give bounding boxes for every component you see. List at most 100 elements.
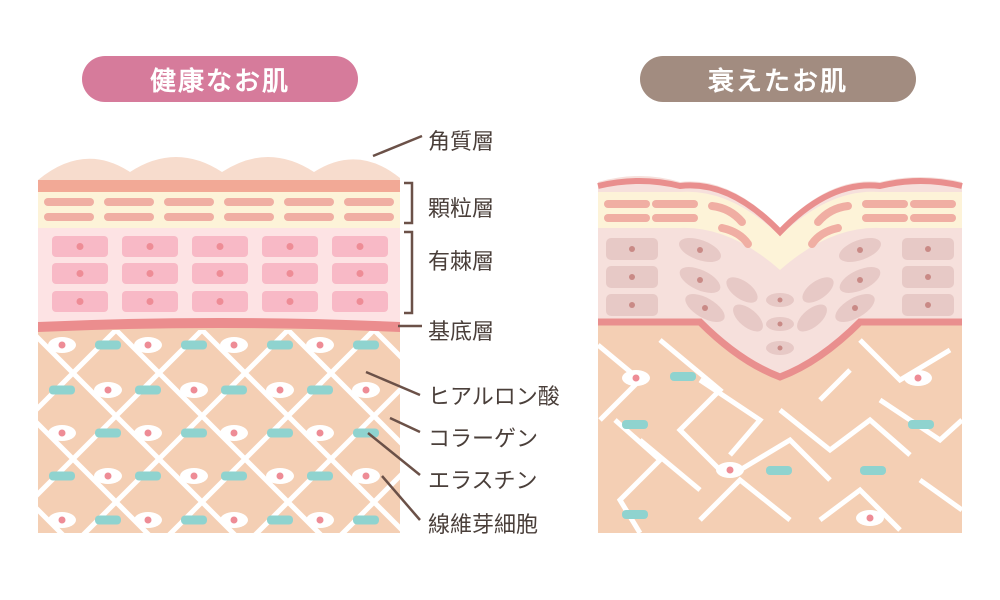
collagen-fiber (114, 330, 323, 533)
elastin-fiber (95, 428, 121, 438)
label-fibroblast: 線維芽細胞 (428, 513, 539, 538)
elastin-fiber (221, 385, 247, 395)
fibroblast-nucleus (144, 341, 152, 349)
collagen-fiber (167, 330, 376, 533)
fibroblast-nucleus (190, 386, 198, 394)
elastin-fiber (267, 428, 293, 438)
fibroblast-nucleus (362, 472, 370, 480)
fibroblast-nucleus (230, 516, 238, 524)
fibroblast-nucleus (316, 516, 324, 524)
elastin-fiber (181, 515, 207, 525)
aged-basal-layer (598, 318, 962, 381)
elastin-fiber (49, 471, 75, 481)
elastin-fiber (353, 428, 379, 438)
fibroblast-nucleus (316, 429, 324, 437)
collagen-fiber-network (0, 330, 400, 550)
elastin-fiber (353, 515, 379, 525)
label-basal-layer: 基底層 (428, 320, 495, 345)
aged-elastin-fragments (622, 372, 934, 519)
spinous-nucleus (286, 243, 294, 250)
label-elastin: エラスチン (428, 469, 538, 494)
spinous-nucleus (146, 243, 154, 250)
label-spinous-layer: 有棘層 (428, 250, 495, 275)
fibroblast-nucleus (230, 429, 238, 437)
granular-cell (224, 213, 274, 221)
fibroblast-cells (48, 337, 380, 528)
aged-spinous-nuclei (629, 246, 931, 351)
aged-skin-section (597, 176, 963, 533)
granular-cell (164, 198, 214, 206)
fibroblast-nucleus (58, 341, 66, 349)
spinous-nucleus (286, 298, 294, 305)
granular-cell (44, 213, 94, 221)
granular-cell (284, 213, 334, 221)
elastin-fiber (95, 340, 121, 350)
fibroblast-nucleus (190, 472, 198, 480)
healthy-skin-title: 健康なお肌 (82, 56, 358, 102)
fibroblast-nucleus (104, 386, 112, 394)
collagen-fiber (38, 330, 204, 498)
collagen-fiber (286, 330, 400, 446)
elastin-fiber (181, 340, 207, 350)
leader-lines (365, 134, 423, 521)
fibroblast-nucleus (230, 341, 238, 349)
fibroblast-nucleus (276, 472, 284, 480)
aged-granular-layer (598, 191, 962, 270)
spinous-nucleus (76, 270, 84, 277)
spinous-nucleus (146, 298, 154, 305)
spinous-nucleus (216, 298, 224, 305)
granular-cell (224, 198, 274, 206)
collagen-fiber (339, 472, 400, 533)
elastin-fiber (307, 471, 333, 481)
granular-cell (104, 213, 154, 221)
elastin-fiber (267, 515, 293, 525)
granular-cells (44, 198, 394, 221)
collagen-fiber (38, 420, 151, 533)
fibroblast-nucleus (316, 341, 324, 349)
label-stratum-corneum: 角質層 (428, 130, 495, 155)
label-hyaluronic-acid: ヒアルロン酸 (428, 385, 560, 410)
fibroblast-nucleus (104, 472, 112, 480)
spinous-nucleus (356, 270, 364, 277)
granular-cell (284, 198, 334, 206)
granular-cell (344, 213, 394, 221)
spinous-nucleus (356, 243, 364, 250)
collagen-fiber (0, 330, 30, 550)
elastin-fiber (353, 340, 379, 350)
basal-layer (38, 318, 400, 332)
spinous-nucleus (286, 270, 294, 277)
elastin-fibers (49, 340, 379, 525)
elastin-fiber (267, 340, 293, 350)
elastin-fiber (135, 385, 161, 395)
spinous-cells (52, 236, 388, 312)
fibroblast-nucleus (276, 386, 284, 394)
spinous-nucleus (146, 270, 154, 277)
elastin-fiber (135, 471, 161, 481)
collagen-fiber (81, 330, 290, 533)
aged-granular-cells (604, 200, 956, 248)
collagen-fiber (38, 334, 237, 533)
collagen-fiber (253, 386, 400, 533)
granular-cell (44, 198, 94, 206)
elastin-fiber (221, 471, 247, 481)
elastin-fiber (181, 428, 207, 438)
spinous-nucleus (76, 243, 84, 250)
aged-collagen-fibers (598, 338, 962, 533)
spinous-nucleus (216, 270, 224, 277)
fibroblast-nucleus (362, 386, 370, 394)
fibroblast-nucleus (58, 516, 66, 524)
elastin-fiber (49, 385, 75, 395)
elastin-fiber (95, 515, 121, 525)
granular-cell (104, 198, 154, 206)
label-granular-layer: 顆粒層 (428, 197, 495, 222)
label-collagen: コラーゲン (428, 427, 539, 452)
spinous-nucleus (76, 298, 84, 305)
aged-stratum-corneum (597, 178, 963, 237)
granular-cell (344, 198, 394, 206)
collagen-fiber (38, 506, 65, 533)
fibroblast-nucleus (58, 429, 66, 437)
aged-skin-title: 衰えたお肌 (640, 56, 916, 102)
fibroblast-nucleus (144, 429, 152, 437)
fibroblast-nucleus (144, 516, 152, 524)
